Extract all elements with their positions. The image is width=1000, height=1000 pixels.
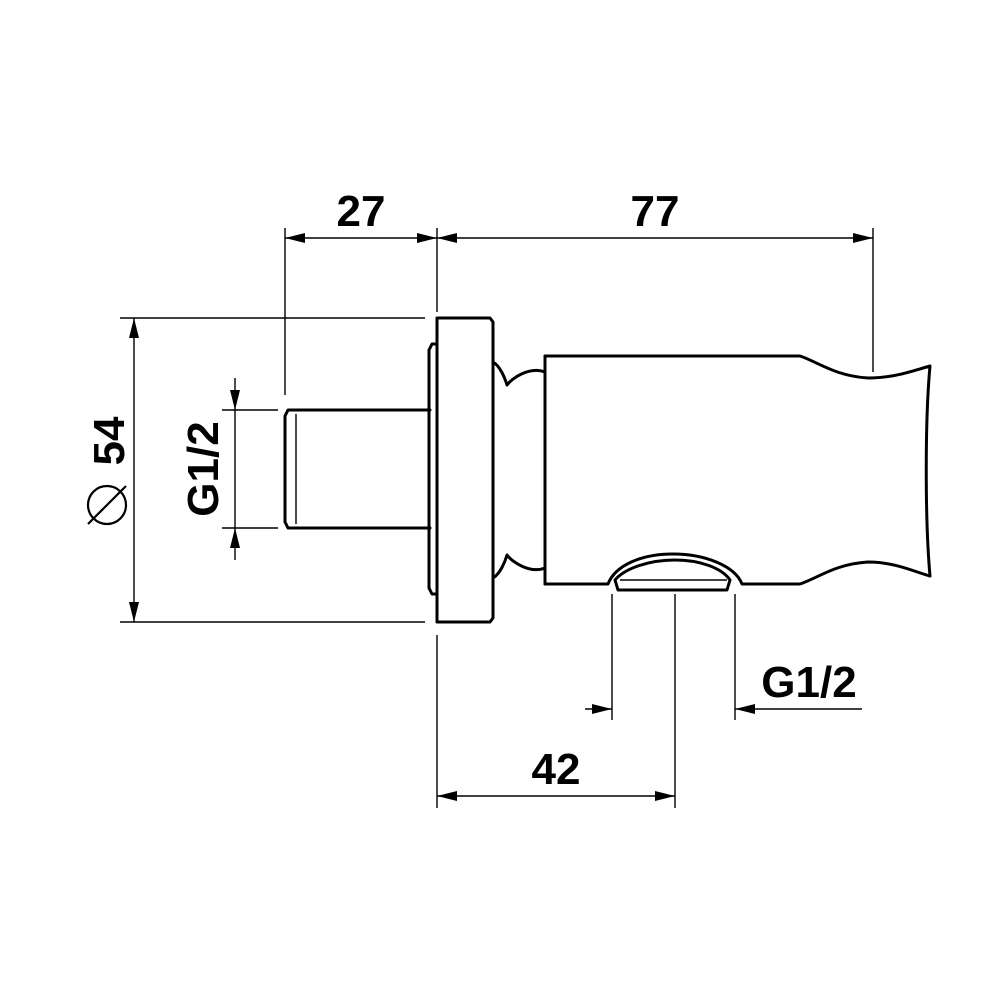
dimension-label-outlet-thread: G1/2	[761, 658, 856, 707]
flange-collar	[427, 342, 439, 596]
arrowhead	[437, 233, 457, 243]
arrowhead	[129, 318, 139, 338]
wall-flange	[435, 316, 495, 624]
arrowhead	[437, 791, 457, 801]
flange-neck	[491, 360, 547, 387]
arrowhead	[230, 528, 240, 548]
dimension-outlet-offset: 42	[437, 745, 675, 801]
dimension-flange-diameter: 54	[85, 318, 139, 622]
back-pipe	[283, 408, 432, 530]
part-outline	[283, 316, 932, 624]
diameter-symbol-icon	[86, 484, 128, 526]
dimension-outlet-thread: G1/2	[585, 658, 862, 714]
holder-body	[543, 354, 932, 586]
dimension-holder-length: 77	[437, 187, 873, 243]
arrowhead	[735, 704, 755, 714]
dimension-pipe-length: 27	[285, 187, 437, 243]
arrowhead	[655, 791, 675, 801]
dimension-label-77: 77	[631, 187, 680, 236]
arrowhead	[592, 704, 612, 714]
dimension-label-back-thread: G1/2	[179, 421, 228, 516]
dimension-label-42: 42	[532, 745, 581, 794]
extension-lines	[120, 228, 874, 808]
arrowhead	[285, 233, 305, 243]
arrowhead	[129, 602, 139, 622]
dimension-back-thread: G1/2	[179, 378, 240, 560]
arrowhead	[853, 233, 873, 243]
dimension-label-54: 54	[85, 416, 134, 465]
outlet-socket	[613, 558, 732, 592]
flange-neck-lower	[491, 553, 547, 580]
arrowhead	[417, 233, 437, 243]
dimension-label-27: 27	[337, 187, 386, 236]
arrowhead	[230, 390, 240, 410]
